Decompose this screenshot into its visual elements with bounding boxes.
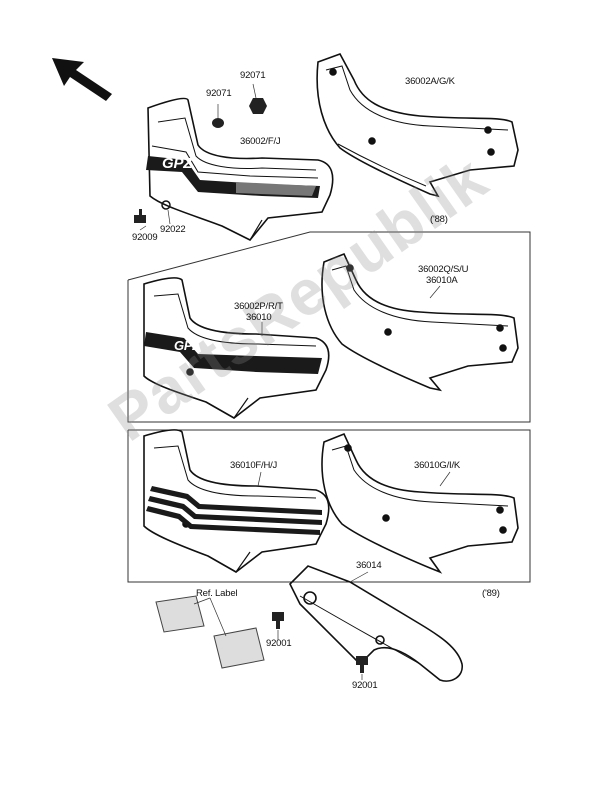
side-cover-right-top <box>316 53 519 198</box>
label-36002qsu: 36002Q/S/U <box>418 264 469 275</box>
leader-lines <box>139 83 451 680</box>
label-36002agk: 36002A/G/K <box>405 76 455 87</box>
label-92071-b: 92071 <box>240 70 266 81</box>
label-92022: 92022 <box>160 224 186 235</box>
bolt-92009 <box>134 209 146 223</box>
gpz-stripe-88 <box>144 332 322 374</box>
label-ref-label: Ref. Label <box>196 588 238 599</box>
side-cover-left-88 <box>143 277 330 419</box>
ref-label-sticker-a <box>155 595 205 633</box>
label-92071-a: 92071 <box>206 88 232 99</box>
label-92009: 92009 <box>132 232 158 243</box>
gpz-badge-88: GPZ <box>174 338 201 353</box>
side-cover-right-89 <box>321 432 519 574</box>
label-year-88: ('88) <box>430 214 448 225</box>
ref-label-sticker-b <box>213 627 265 669</box>
gpz-badge-top: GPZ <box>162 155 193 172</box>
grommet-92071-a <box>212 118 224 128</box>
bolt-92001-b <box>356 656 368 673</box>
gpz-stripe-top <box>146 156 320 198</box>
side-cover-right-88 <box>321 252 519 392</box>
bolt-92001-a <box>272 612 284 629</box>
label-36010gik: 36010G/I/K <box>414 460 461 471</box>
label-36014: 36014 <box>356 560 382 571</box>
side-cover-left-89 <box>143 429 330 573</box>
label-year-89: ('89) <box>482 588 500 599</box>
label-36010: 36010 <box>246 312 272 323</box>
variant-88-frame <box>127 231 531 423</box>
label-36002prt: 36002P/R/T <box>234 301 283 312</box>
label-36010a: 36010A <box>426 275 458 286</box>
label-92001-b: 92001 <box>352 680 378 691</box>
tail-cover-36014 <box>289 565 463 682</box>
side-cover-left-top <box>147 97 334 242</box>
label-36010fhj: 36010F/H/J <box>230 460 278 471</box>
washer-92022 <box>161 200 171 210</box>
label-36002fj: 36002/F/J <box>240 136 281 147</box>
label-92001-a: 92001 <box>266 638 292 649</box>
stripes-89 <box>146 486 322 535</box>
front-arrow-icon <box>52 58 112 101</box>
variant-89-frame <box>127 429 531 583</box>
gpz-badge-88-sub: 500S <box>204 346 220 353</box>
nut-92071-b <box>249 98 267 114</box>
